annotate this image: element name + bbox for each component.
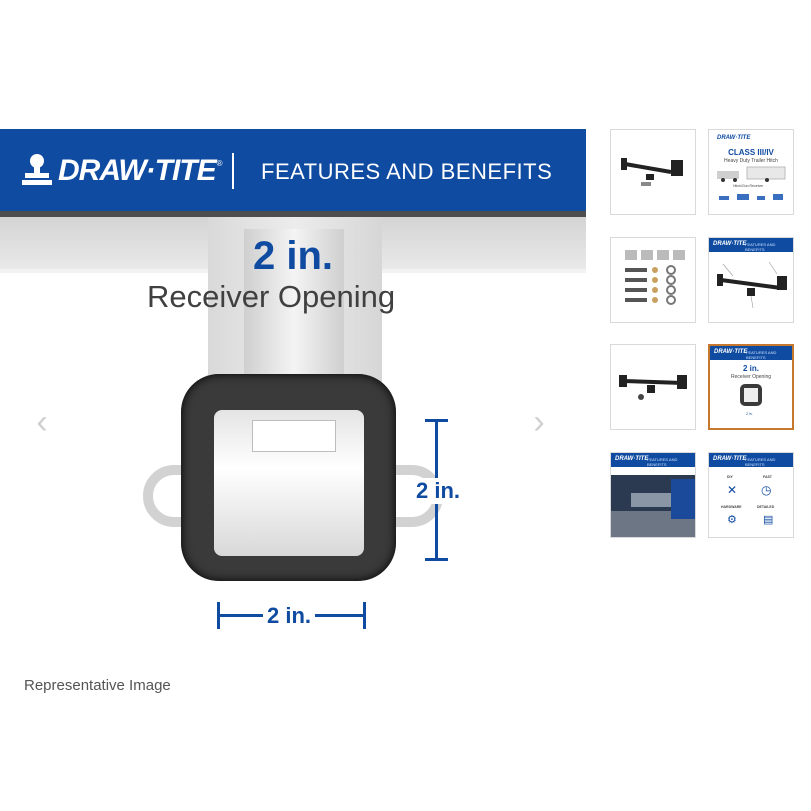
receiver-opening-heading: Receiver Opening (147, 279, 396, 314)
vertical-dimension-cap-bottom (425, 558, 448, 561)
receiver-back-slot (252, 420, 336, 452)
thumb-subtitle: Receiver Opening (730, 374, 772, 380)
thumb-banner: DRAW·TITE FEATURES AND BENEFITS (709, 453, 793, 467)
trailer-ball-icon (22, 154, 52, 185)
features-banner: DRAW·TITE ® FEATURES AND BENEFITS (0, 129, 586, 211)
thumb-banner-title: FEATURES AND BENEFITS (746, 350, 777, 360)
hitch-product-icon (621, 158, 683, 186)
thumb-brand: DRAW·TITE (714, 349, 748, 355)
draw-tite-logo: DRAW·TITE ® (22, 151, 223, 191)
thumb-banner-title: FEATURES AND BENEFITS (745, 242, 776, 252)
thumb-brand: DRAW·TITE (713, 456, 747, 462)
next-image-arrow-icon[interactable]: › (533, 403, 545, 441)
thumb-brand: DRAW·TITE (615, 456, 649, 462)
vehicle-underside-photo-icon (611, 475, 695, 537)
banner-title: FEATURES AND BENEFITS (261, 159, 553, 184)
receiver-size-heading: 2 in. (252, 234, 334, 278)
thumbnail-7[interactable]: DRAW·TITE FEATURES AND BENEFITS (610, 452, 696, 538)
thumb-item: FAST (763, 475, 772, 479)
thumb-banner: DRAW·TITE FEATURES AND BENEFITS (710, 346, 792, 360)
thumbnail-6-selected[interactable]: DRAW·TITE FEATURES AND BENEFITS 2 in. Re… (708, 344, 794, 430)
previous-image-arrow-icon[interactable]: ‹ (36, 403, 48, 441)
stopwatch-icon: ◷ (761, 483, 772, 497)
thumb-title: CLASS III/IV (728, 148, 774, 157)
thumb-subtitle: Heavy Duty Trailer Hitch (724, 158, 778, 164)
thumb-banner: DRAW·TITE FEATURES AND BENEFITS (709, 238, 793, 252)
thumb-brand: DRAW·TITE (717, 135, 751, 141)
thumb-banner: DRAW·TITE FEATURES AND BENEFITS (611, 453, 695, 467)
parts-icon (719, 194, 783, 200)
horizontal-dimension-cap-right (363, 602, 366, 629)
thumb-banner-title: FEATURES AND BENEFITS (647, 457, 678, 467)
registered-mark: ® (216, 158, 223, 168)
horizontal-dimension-cap-left (217, 602, 220, 629)
thumbnail-8[interactable]: DRAW·TITE FEATURES AND BENEFITS DIY FAST… (708, 452, 794, 538)
thumb-caption: Hitch/Gun Receiver (733, 184, 764, 188)
thumb-title: 2 in. (742, 364, 759, 373)
banner-underline (0, 211, 586, 217)
vertical-dimension-cap-top (425, 419, 448, 422)
main-product-image: DRAW·TITE ® FEATURES AND BENEFITS 2 in. … (0, 129, 586, 649)
thumb-item: HARDWARE (721, 505, 742, 509)
banner-divider (232, 153, 234, 189)
bolt-icon: ⚙ (727, 514, 737, 526)
brand-name: DRAW·TITE (58, 154, 217, 187)
thumbnail-3[interactable] (610, 237, 696, 323)
vertical-dimension-label: 2 in. (412, 478, 465, 504)
document-icon: ▤ (763, 514, 774, 526)
thumb-banner-title: FEATURES AND BENEFITS (745, 457, 776, 467)
hitch-diagram-icon (717, 261, 787, 309)
truck-trailer-icon (717, 166, 786, 182)
thumb-item: DIY (727, 475, 733, 479)
thumb-brand: DRAW·TITE (713, 241, 747, 247)
hardware-kit-icon (625, 250, 685, 305)
thumbnail-1[interactable] (610, 129, 696, 215)
thumb-dim: 2 in. (746, 412, 753, 416)
thumb-receiver (740, 384, 762, 406)
wrench-icon: ✕ (727, 483, 738, 497)
representative-image-caption: Representative Image (24, 677, 171, 694)
thumb-item: DETAILED (757, 505, 775, 509)
thumbnail-4[interactable]: DRAW·TITE FEATURES AND BENEFITS (708, 237, 794, 323)
horizontal-dimension-label: 2 in. (263, 603, 316, 629)
hitch-product-icon (619, 375, 687, 400)
thumbnail-5[interactable] (610, 344, 696, 430)
thumbnail-2[interactable]: DRAW·TITE CLASS III/IV Heavy Duty Traile… (708, 129, 794, 215)
